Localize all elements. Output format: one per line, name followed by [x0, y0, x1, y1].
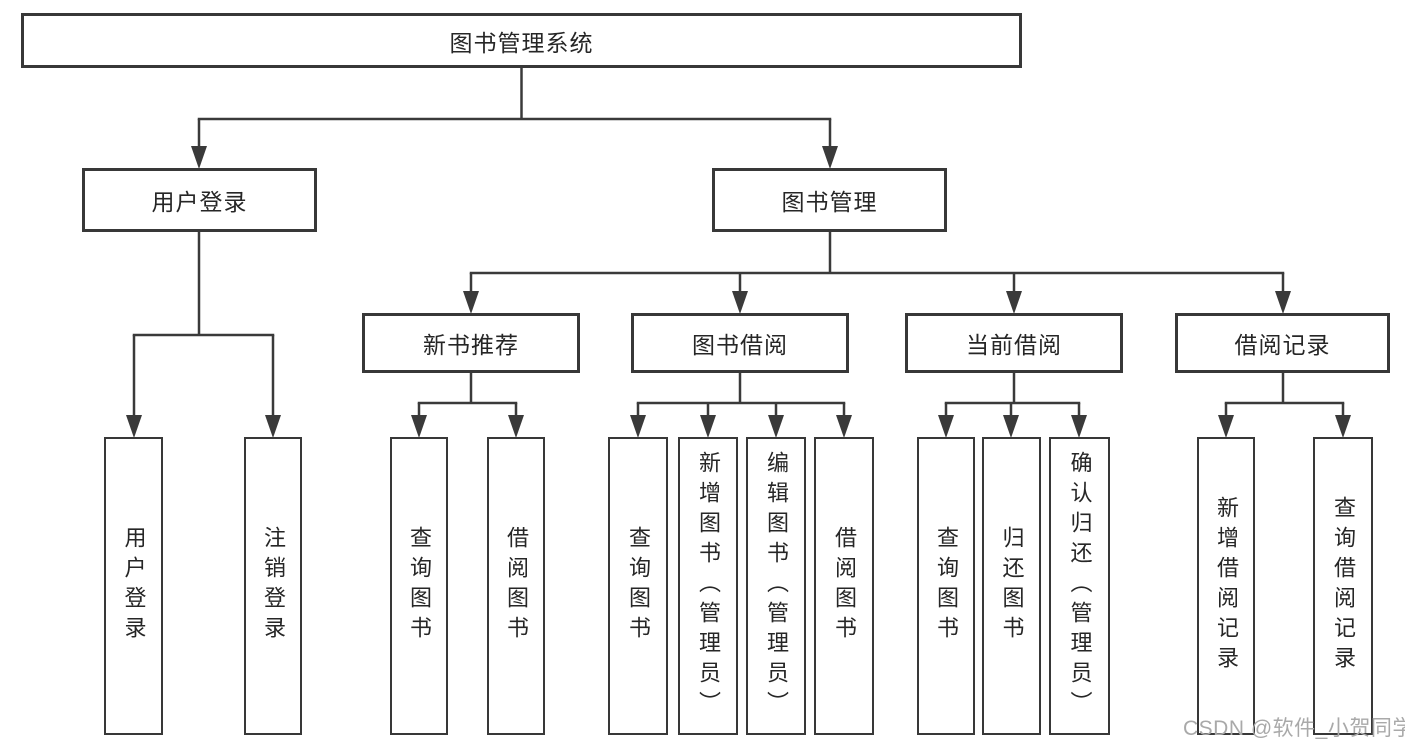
- leaf-bb-borrow-books-label: 借阅图书: [832, 526, 857, 646]
- arrowhead-bb-edit: [768, 415, 784, 438]
- arrowhead-login-leaf: [126, 415, 142, 438]
- leaf-bb-query-books: 查询图书: [608, 437, 668, 735]
- node-user-login-label: 用户登录: [151, 189, 248, 215]
- arrowhead-bb-add: [700, 415, 716, 438]
- arrowhead-current-borrow: [1006, 291, 1022, 314]
- leaf-br-query-record-label: 查询借阅记录: [1331, 496, 1356, 676]
- leaf-cb-query-books: 查询图书: [917, 437, 975, 735]
- leaf-rec-query-books-label: 查询图书: [407, 526, 432, 646]
- arrowhead-cb-query: [938, 415, 954, 438]
- leaf-bb-edit-books: 编辑图书（管理员）: [746, 437, 806, 735]
- node-current-borrowing-label: 当前借阅: [966, 332, 1062, 358]
- leaf-user-login-action-label: 用户登录: [121, 526, 147, 646]
- leaf-cb-return-books: 归还图书: [982, 437, 1041, 735]
- leaf-cb-return-books-label: 归还图书: [999, 526, 1025, 646]
- leaf-bb-query-books-label: 查询图书: [626, 526, 651, 646]
- arrowhead-user-login: [191, 146, 207, 169]
- arrowhead-cb-confirm: [1071, 415, 1087, 438]
- node-book-borrowing: 图书借阅: [631, 313, 849, 373]
- leaf-rec-borrow-books-label: 借阅图书: [504, 526, 529, 646]
- leaf-cb-confirm-return-label: 确认归还（管理员）: [1067, 451, 1093, 721]
- node-root-system: 图书管理系统: [21, 13, 1022, 68]
- leaf-bb-edit-books-label: 编辑图书（管理员）: [764, 451, 789, 721]
- arrowhead-cb-return: [1003, 415, 1019, 438]
- arrowhead-book-mgmt: [822, 146, 838, 169]
- csdn-watermark: CSDN @软件_小贺同学: [1183, 717, 1405, 740]
- leaf-rec-query-books: 查询图书: [390, 437, 448, 735]
- arrowhead-logout-leaf: [265, 415, 281, 438]
- arrowhead-br-add: [1218, 415, 1234, 438]
- arrowhead-book-borrow: [732, 291, 748, 314]
- arrowhead-bb-borrow: [836, 415, 852, 438]
- arrowhead-rec-borrow: [508, 415, 524, 438]
- arrowhead-bb-query: [630, 415, 646, 438]
- leaf-user-login-action: 用户登录: [104, 437, 163, 735]
- node-current-borrowing: 当前借阅: [905, 313, 1123, 373]
- leaf-bb-borrow-books: 借阅图书: [814, 437, 874, 735]
- leaf-bb-add-books-label: 新增图书（管理员）: [696, 451, 721, 721]
- node-book-management: 图书管理: [712, 168, 947, 232]
- leaf-br-add-record: 新增借阅记录: [1197, 437, 1255, 735]
- leaf-br-add-record-label: 新增借阅记录: [1214, 496, 1239, 676]
- node-root-label: 图书管理系统: [449, 29, 594, 56]
- node-user-login: 用户登录: [82, 168, 317, 232]
- node-book-borrowing-label: 图书借阅: [692, 332, 788, 358]
- leaf-rec-borrow-books: 借阅图书: [487, 437, 545, 735]
- arrowhead-rec-query: [411, 415, 427, 438]
- leaf-logout-action: 注销登录: [244, 437, 302, 735]
- leaf-logout-action-label: 注销登录: [261, 526, 286, 646]
- leaf-bb-add-books: 新增图书（管理员）: [678, 437, 738, 735]
- leaf-cb-query-books-label: 查询图书: [934, 526, 959, 646]
- node-book-management-label: 图书管理: [781, 189, 878, 215]
- node-borrowing-records: 借阅记录: [1175, 313, 1390, 373]
- leaf-cb-confirm-return: 确认归还（管理员）: [1049, 437, 1110, 735]
- leaf-br-query-record: 查询借阅记录: [1313, 437, 1373, 735]
- node-new-book-recommend: 新书推荐: [362, 313, 580, 373]
- node-new-book-recommend-label: 新书推荐: [423, 332, 519, 358]
- arrowhead-br-query: [1335, 415, 1351, 438]
- arrowhead-new-book: [463, 291, 479, 314]
- node-borrowing-records-label: 借阅记录: [1234, 332, 1331, 358]
- arrowhead-borrow-record: [1275, 291, 1291, 314]
